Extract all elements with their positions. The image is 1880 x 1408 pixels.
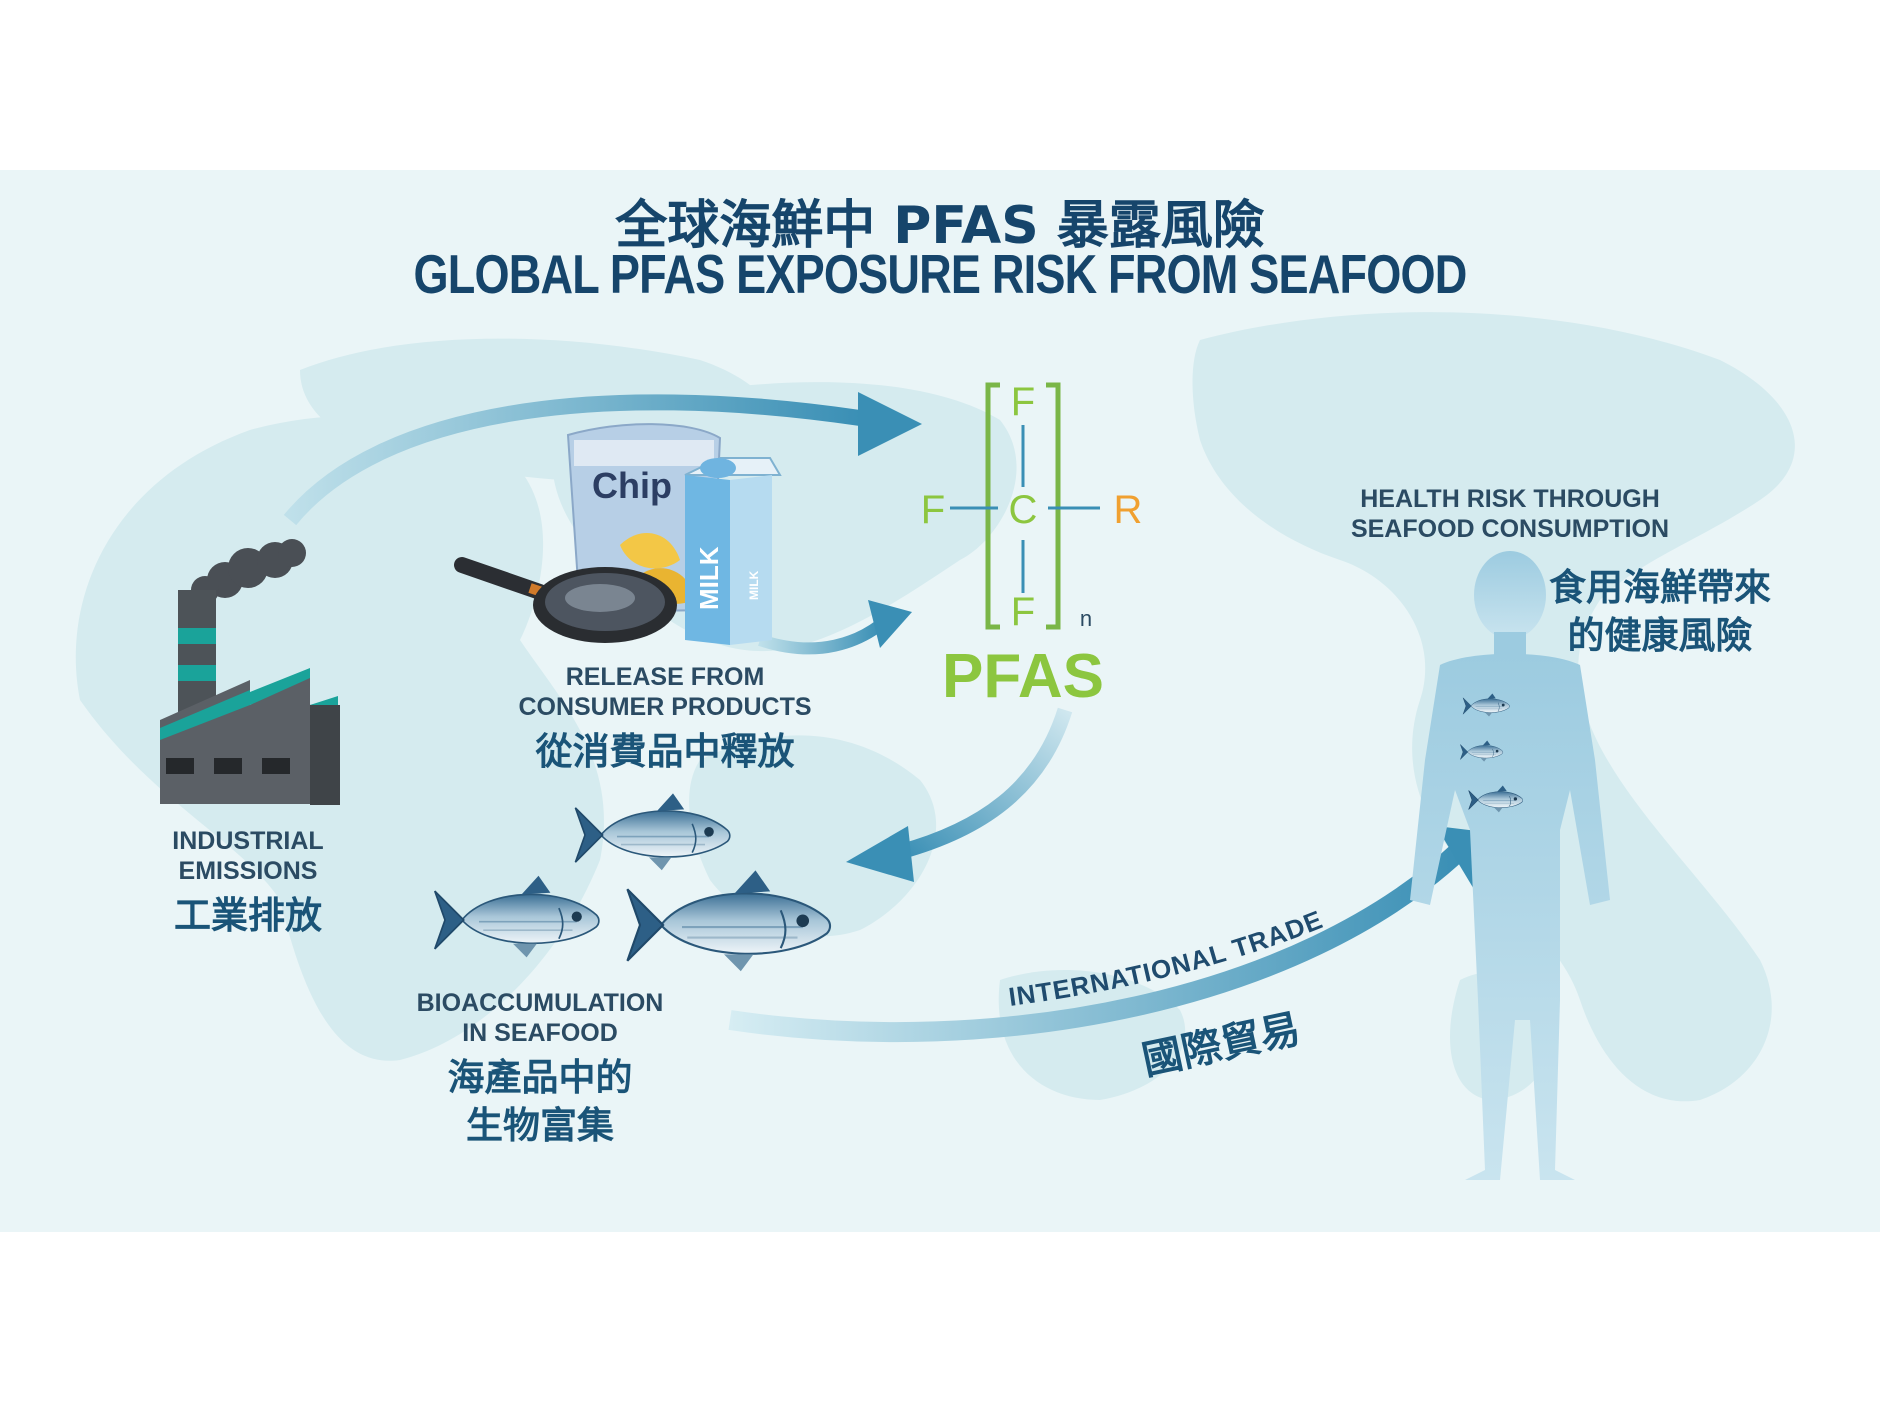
chips-label: Chip [592,465,672,506]
factory-icon [160,539,340,805]
industrial-label-cn: 工業排放 [174,894,322,937]
bioaccumulation-label-cn: 海產品中的 生物富集 [447,1056,633,1147]
subscript-n: n [1080,606,1092,631]
atom-f-bottom: F [1011,590,1035,634]
milk-label: MILK [694,546,724,610]
trade-arrow [728,842,1467,1043]
pfas-structure: F C F F R n PFAS [921,380,1143,711]
consumer-label-cn: 從消費品中釋放 [535,730,795,773]
consumer-label-en: RELEASE FROM CONSUMER PRODUCTS [518,663,812,721]
consumer-arrow [758,620,884,655]
milk-small-label: MILK [747,570,761,600]
atom-c: C [1009,488,1038,532]
emission-arrow [283,394,862,526]
frying-pan-icon [454,557,677,643]
atom-f-top: F [1011,380,1035,424]
title-english: GLOBAL PFAS EXPOSURE RISK FROM SEAFOOD [413,243,1467,305]
atom-f-left: F [921,488,945,532]
bioaccumulation-label-en: BIOACCUMULATION IN SEAFOOD [416,989,664,1047]
milk-carton-icon: MILK MILK [684,457,782,645]
title-chinese: 全球海鮮中 PFAS 暴露風險 [615,196,1265,256]
pfas-label: PFAS [942,642,1104,711]
health-label-en: HEALTH RISK THROUGH SEAFOOD CONSUMPTION [1350,485,1670,543]
bioaccumulation-arrow [898,707,1073,860]
industrial-label-en: INDUSTRIAL EMISSIONS [172,827,324,885]
human-body-icon [1410,551,1610,1180]
chips-bag-icon: Chip [566,423,722,614]
atom-r: R [1114,488,1143,532]
health-label-cn: 食用海鮮帶來 的健康風險 [1549,566,1771,657]
